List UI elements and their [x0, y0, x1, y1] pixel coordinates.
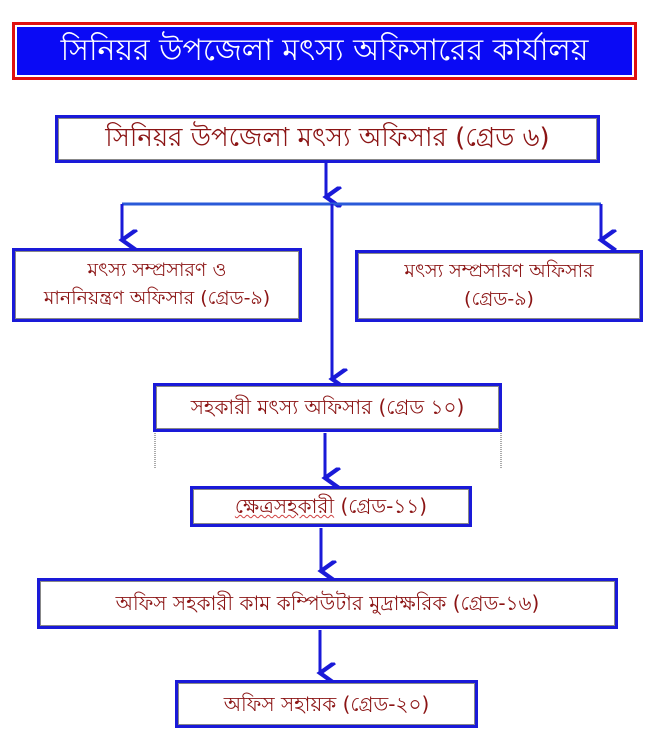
node-label: মৎস্য সম্প্রসারণ ও — [87, 259, 227, 282]
node-grade: (গ্রেড-১১) — [334, 494, 428, 518]
page-title: সিনিয়র উপজেলা মৎস্য অফিসারের কার্যালয় — [12, 22, 637, 80]
node-label: সিনিয়র উপজেলা মৎস্য অফিসার (গ্রেড ৬) — [105, 123, 550, 154]
node-field-assistant: ক্ষেত্রসহকারী (গ্রেড-১১) — [190, 486, 472, 527]
node-label: অফিস সহায়ক (গ্রেড-২০) — [223, 691, 430, 716]
node-extension-officer: মৎস্য সম্প্রসারণ অফিসার (গ্রেড-৯) — [355, 250, 643, 322]
node-extension-qc-officer: মৎস্য সম্প্রসারণ ও মাননিয়ন্ত্রণ অফিসার … — [12, 248, 302, 322]
node-label: ক্ষেত্রসহকারী — [234, 494, 335, 518]
node-label: (গ্রেড-৯) — [464, 288, 534, 310]
node-assistant-officer: সহকারী মৎস্য অফিসার (গ্রেড ১০) — [153, 383, 502, 432]
node-office-helper: অফিস সহায়ক (গ্রেড-২০) — [175, 680, 478, 728]
node-label: মৎস্য সম্প্রসারণ অফিসার — [404, 260, 594, 283]
node-label: অফিস সহকারী কাম কম্পিউটার মুদ্রাক্ষরিক (… — [115, 591, 540, 615]
node-label: সহকারী মৎস্য অফিসার (গ্রেড ১০) — [190, 395, 465, 419]
node-label: মাননিয়ন্ত্রণ অফিসার (গ্রেড-৯) — [43, 287, 271, 309]
node-senior-officer: সিনিয়র উপজেলা মৎস্য অফিসার (গ্রেড ৬) — [55, 115, 600, 163]
node-office-assistant-typist: অফিস সহকারী কাম কম্পিউটার মুদ্রাক্ষরিক (… — [37, 578, 618, 629]
